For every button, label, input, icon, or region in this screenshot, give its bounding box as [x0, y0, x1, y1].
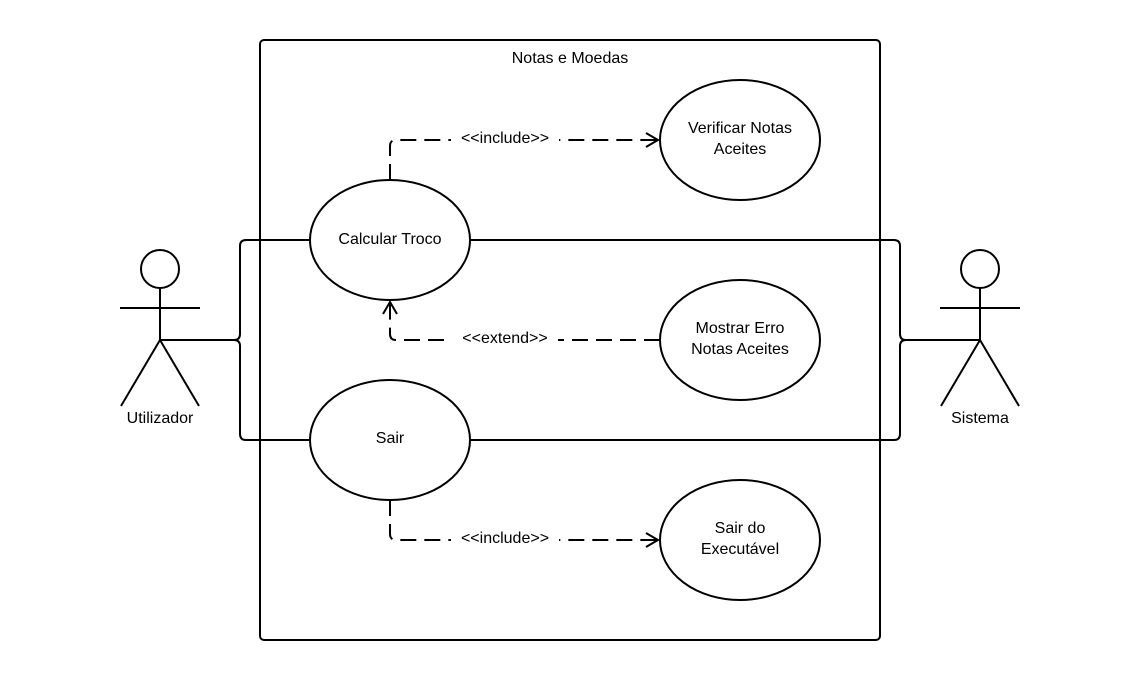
- use-case-label-line-1: Verificar Notas: [688, 120, 792, 137]
- use-case-ellipse: [309, 379, 471, 501]
- use-case-label-line-2: Executável: [701, 541, 779, 558]
- extend-arrow: [382, 300, 660, 341]
- actor-utilizador[interactable]: Utilizador: [120, 249, 200, 427]
- use-case-ellipse: [659, 79, 821, 201]
- use-case-label-line-1: Sair do: [715, 520, 766, 537]
- use-case-calcular-troco[interactable]: Calcular Troco: [309, 179, 471, 301]
- use-case-label: Sair: [376, 430, 405, 447]
- use-case-verificar-notas[interactable]: Verificar Notas Aceites: [659, 79, 821, 201]
- actor-label: Utilizador: [127, 410, 194, 427]
- association-utilizador-sair: [160, 339, 310, 441]
- actor-label: Sistema: [951, 410, 1009, 427]
- actor-sistema[interactable]: Sistema: [940, 249, 1020, 427]
- use-case-ellipse: [659, 279, 821, 401]
- include-arrow: [389, 500, 660, 548]
- extend-label: <<extend>>: [462, 330, 547, 347]
- use-case-label-line-2: Notas Aceites: [691, 341, 789, 358]
- use-case-label-line-2: Aceites: [714, 141, 766, 158]
- associations: [160, 239, 980, 441]
- include-arrow: [389, 132, 660, 180]
- dependencies: <<include>> <<extend>> <<include>>: [382, 126, 660, 548]
- include-label: <<include>>: [461, 130, 549, 147]
- system-title: Notas e Moedas: [512, 50, 629, 67]
- use-case-mostrar-erro[interactable]: Mostrar Erro Notas Aceites: [659, 279, 821, 401]
- use-case-ellipse: [309, 179, 471, 301]
- include-sair-executavel: <<include>>: [389, 500, 660, 548]
- include-label: <<include>>: [461, 530, 549, 547]
- actor-figure-icon: [120, 249, 200, 407]
- association-sistema-sair: [470, 339, 980, 441]
- use-case-label: Calcular Troco: [338, 231, 441, 248]
- use-case-sair-executavel[interactable]: Sair do Executável: [659, 479, 821, 601]
- use-case-sair[interactable]: Sair: [309, 379, 471, 501]
- actor-figure-icon: [940, 249, 1020, 407]
- use-case-ellipse: [659, 479, 821, 601]
- use-case-label-line-1: Mostrar Erro: [696, 320, 785, 337]
- extend-mostrar-calcular: <<extend>>: [382, 300, 660, 348]
- include-calcular-verificar: <<include>>: [389, 126, 660, 180]
